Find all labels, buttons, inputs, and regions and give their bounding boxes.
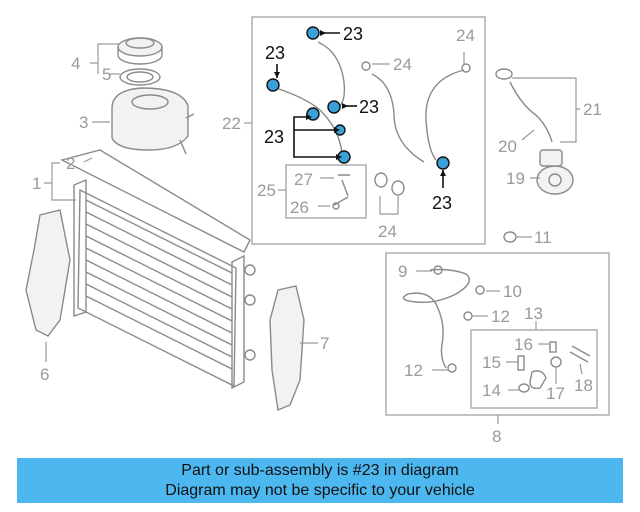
air-guide-right-part: [269, 285, 305, 411]
reservoir-part: [111, 87, 195, 155]
callout-15: 15: [482, 353, 501, 372]
callout-20: 20: [498, 137, 517, 156]
clamp-23-top[interactable]: [306, 26, 320, 40]
parts-diagram: 4 5 3 1 2 6 7 22 25 27 26 24 24 24 21 20…: [25, 16, 610, 446]
callout-6: 6: [40, 365, 49, 384]
callout-19: 19: [506, 169, 525, 188]
arrow-head: [274, 72, 280, 78]
callout-21: 21: [583, 100, 602, 119]
callout-25: 25: [257, 181, 276, 200]
sub-parts-13: [517, 341, 591, 393]
callout-12-lower: 12: [404, 361, 423, 380]
callout-24-top: 24: [393, 55, 412, 74]
leader-23-group: [293, 116, 336, 158]
seal-ring-part: [119, 68, 161, 86]
sub-box-25: [285, 164, 367, 219]
callout-9: 9: [398, 262, 407, 281]
callout-24-bottom: 24: [378, 222, 397, 241]
banner-line-2: Diagram may not be specific to your vehi…: [165, 481, 475, 499]
arrow-head: [336, 154, 342, 160]
callout-24-right: 24: [456, 26, 475, 45]
clip-part-11: [503, 231, 517, 243]
callout-5: 5: [102, 65, 111, 84]
callout-8: 8: [492, 427, 501, 446]
callout-10: 10: [503, 282, 522, 301]
callout-26: 26: [290, 198, 309, 217]
arrow-head: [440, 170, 446, 176]
air-guide-left-part: [25, 209, 71, 337]
callout-3: 3: [79, 113, 88, 132]
callout-13: 13: [524, 304, 543, 323]
callout-1: 1: [32, 174, 41, 193]
callout-23-middle[interactable]: 23: [359, 97, 379, 117]
callout-18: 18: [574, 376, 593, 395]
hose-group-box: [251, 16, 486, 245]
callout-23-right[interactable]: 23: [432, 193, 452, 213]
callout-11: 11: [534, 228, 552, 247]
callout-23-top[interactable]: 23: [343, 24, 363, 44]
thermostat-hose-part: [495, 68, 553, 143]
leader-18: [579, 363, 583, 375]
leader-24-bottom: [379, 196, 399, 215]
callout-12-upper: 12: [491, 307, 510, 326]
info-banner: Part or sub-assembly is #23 in diagram D…: [17, 458, 623, 503]
arrow-head: [342, 103, 348, 109]
callout-2: 2: [66, 154, 75, 173]
arrow-head: [320, 30, 326, 36]
sub-box-13: [470, 329, 598, 409]
arrow-head: [306, 114, 312, 120]
radiator-part: [60, 149, 256, 390]
callout-23-left[interactable]: 23: [265, 43, 285, 63]
callout-23-group[interactable]: 23: [264, 127, 284, 147]
clamp-23-left[interactable]: [266, 78, 280, 92]
callout-4: 4: [71, 54, 80, 73]
banner-line-1: Part or sub-assembly is #23 in diagram: [181, 461, 459, 479]
callout-22: 22: [222, 114, 241, 133]
callout-14: 14: [482, 381, 501, 400]
hoses-part: [275, 41, 471, 210]
callout-7: 7: [320, 334, 329, 353]
leader-20: [521, 129, 535, 141]
clamp-23-middle[interactable]: [327, 100, 341, 114]
coolant-pipe-part: [402, 265, 485, 373]
water-pump-part: [536, 149, 574, 195]
callout-17: 17: [546, 384, 565, 403]
leader-2: [83, 157, 93, 163]
leader-21: [512, 77, 580, 143]
leader-1: [44, 162, 76, 201]
callout-16: 16: [514, 335, 533, 354]
cap-part: [117, 37, 163, 65]
leader-4: [90, 43, 120, 74]
callout-27: 27: [294, 170, 313, 189]
arrow-head: [334, 127, 340, 133]
clamp-23-right[interactable]: [436, 156, 450, 170]
